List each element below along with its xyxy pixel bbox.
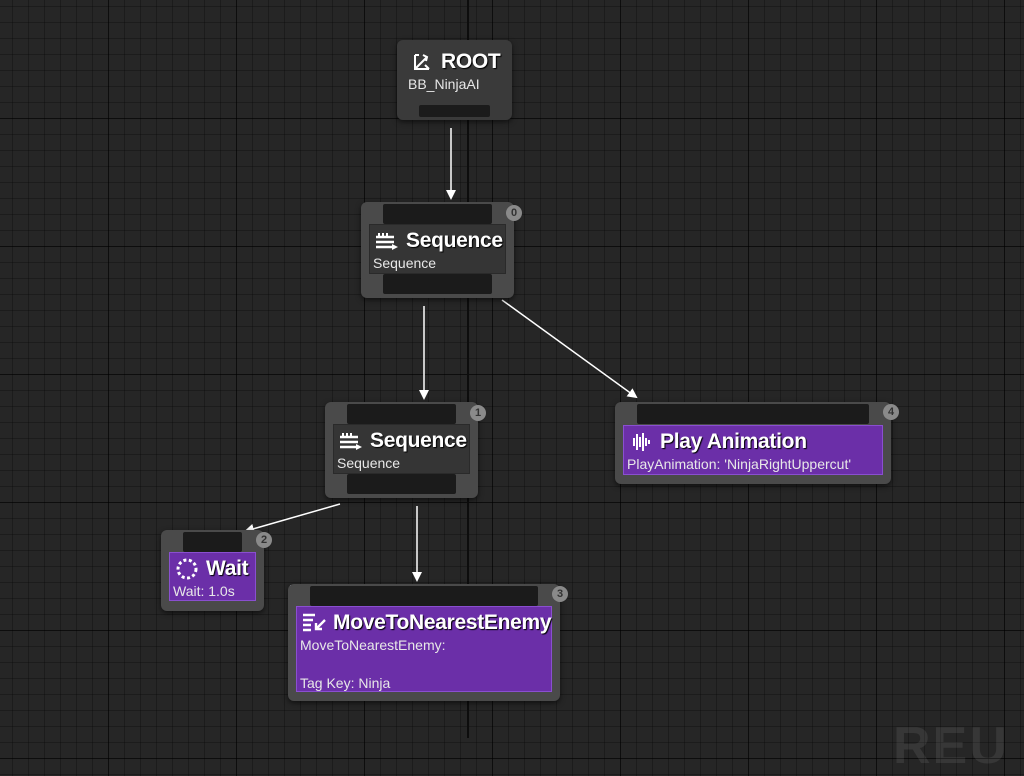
- move-to-icon: [301, 612, 327, 634]
- play-animation-title: Play Animation: [660, 430, 807, 453]
- sequence-1-subtitle: Sequence: [337, 455, 401, 471]
- move-to-nearest-enemy-node[interactable]: MoveToNearestEnemy MoveToNearestEnemy: T…: [288, 584, 568, 701]
- sequence-0-subtitle: Sequence: [373, 255, 437, 271]
- move-subtitle: MoveToNearestEnemy:: [300, 637, 446, 653]
- move-title: MoveToNearestEnemy: [333, 611, 552, 634]
- root-arrows-icon: [409, 51, 435, 73]
- wait-node[interactable]: Wait Wait: 1.0s 2: [161, 530, 272, 611]
- link-seq0-play: [501, 299, 638, 399]
- sequence-node-1[interactable]: Sequence Sequence 1: [325, 402, 486, 498]
- sequence-1-title: Sequence: [370, 429, 467, 452]
- link-seq1-wait: [244, 503, 341, 534]
- sequence-1-index-badge: 1: [470, 405, 486, 421]
- wait-spinner-icon: [174, 558, 200, 580]
- play-animation-index-badge: 4: [883, 404, 899, 420]
- sequence-arrows-icon: [374, 230, 400, 252]
- grid-axis-vertical: [467, 0, 469, 738]
- sequence-0-title: Sequence: [406, 229, 503, 252]
- root-output-pin[interactable]: [419, 105, 490, 117]
- sequence-arrows-icon: [338, 430, 364, 452]
- watermark: REU: [893, 717, 1009, 775]
- move-input-pin[interactable]: [310, 586, 538, 606]
- wait-subtitle: Wait: 1.0s: [173, 583, 235, 599]
- sequence-0-index-badge: 0: [506, 205, 522, 221]
- play-animation-input-pin[interactable]: [637, 404, 869, 424]
- wait-title: Wait: [206, 557, 249, 580]
- sequence-0-output-pin[interactable]: [383, 274, 492, 294]
- wait-input-pin[interactable]: [183, 532, 242, 552]
- move-tag-key: Tag Key: Ninja: [300, 675, 391, 691]
- root-subtitle: BB_NinjaAI: [408, 76, 480, 92]
- play-animation-node[interactable]: Play Animation PlayAnimation: 'NinjaRigh…: [615, 402, 899, 484]
- audio-waveform-icon: [628, 431, 654, 453]
- move-index-badge: 3: [552, 586, 568, 602]
- sequence-0-input-pin[interactable]: [383, 204, 492, 224]
- wait-index-badge: 2: [256, 532, 272, 548]
- root-title: ROOT: [441, 50, 501, 73]
- graph-links: [244, 128, 638, 582]
- sequence-1-input-pin[interactable]: [347, 404, 456, 424]
- sequence-node-0[interactable]: Sequence Sequence 0: [361, 202, 522, 298]
- play-animation-subtitle: PlayAnimation: 'NinjaRightUppercut': [627, 456, 852, 472]
- sequence-1-output-pin[interactable]: [347, 474, 456, 494]
- root-node[interactable]: ROOT BB_NinjaAI: [397, 40, 512, 120]
